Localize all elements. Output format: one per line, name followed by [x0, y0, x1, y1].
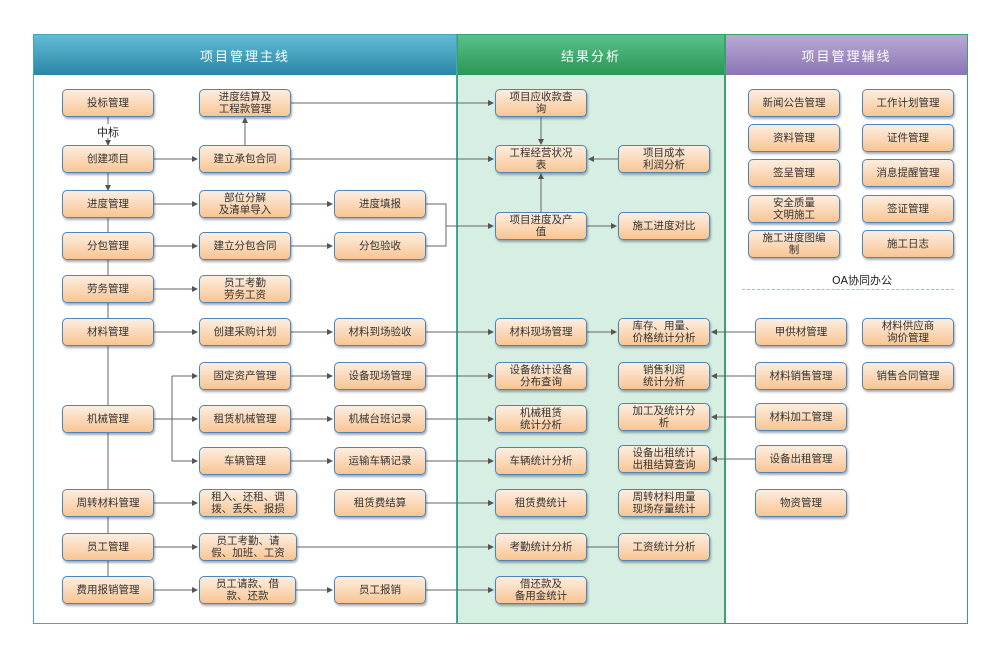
node-rent-fee-stats[interactable]: 租赁费统计 — [495, 489, 587, 517]
node-vehicle-stats[interactable]: 车辆统计分析 — [495, 447, 587, 475]
node-goods[interactable]: 物资管理 — [755, 489, 847, 517]
node-material-site[interactable]: 材料现场管理 — [495, 318, 587, 346]
node-visa[interactable]: 签证管理 — [862, 195, 954, 223]
node-sign-submit[interactable]: 签呈管理 — [748, 159, 840, 187]
node-stock-stats[interactable]: 库存、用量、 价格统计分析 — [618, 318, 710, 346]
node-staff-loan[interactable]: 员工请款、借 款、还款 — [199, 576, 296, 604]
node-diary[interactable]: 施工日志 — [862, 230, 954, 258]
main-line-header: 项目管理主线 — [34, 35, 456, 75]
node-material-process[interactable]: 材料加工管理 — [755, 403, 847, 431]
node-subcontract[interactable]: 分包管理 — [62, 232, 154, 260]
node-equip-rent[interactable]: 设备出租管理 — [755, 445, 847, 473]
node-material[interactable]: 材料管理 — [62, 318, 154, 346]
node-output[interactable]: 项目进度及产 值 — [495, 212, 587, 240]
node-sales-contract[interactable]: 销售合同管理 — [862, 362, 954, 390]
aux-line-header: 项目管理辅线 — [726, 35, 967, 75]
node-equip-stats[interactable]: 设备统计设备 分布查询 — [495, 362, 587, 390]
node-attendance-pay[interactable]: 员工考勤 劳务工资 — [199, 275, 291, 303]
node-schedule-chart[interactable]: 施工进度图编 制 — [748, 230, 840, 258]
node-rent-ops[interactable]: 租入、还租、调 拨、丢失、报损 — [199, 489, 297, 517]
node-equip-rent-stats[interactable]: 设备出租统计 出租结算查询 — [618, 445, 710, 473]
node-machine-rent-stats[interactable]: 机械租赁 统计分析 — [495, 405, 587, 433]
node-sales-profit[interactable]: 销售利润 统计分析 — [618, 362, 710, 390]
node-docs[interactable]: 资料管理 — [748, 124, 840, 152]
won-bid-label: 中标 — [97, 126, 119, 139]
node-cost-profit[interactable]: 项目成本 利润分析 — [618, 145, 710, 173]
node-staff-leave[interactable]: 员工考勤、请 假、加班、工资 — [199, 533, 297, 561]
node-create[interactable]: 创建项目 — [62, 145, 154, 173]
node-owner-material[interactable]: 甲供材管理 — [755, 318, 847, 346]
node-process-stats[interactable]: 加工及统计分 析 — [618, 403, 710, 431]
node-equip-site[interactable]: 设备现场管理 — [334, 362, 426, 390]
node-reimburse[interactable]: 员工报销 — [334, 576, 426, 604]
node-material-sales[interactable]: 材料销售管理 — [755, 362, 847, 390]
node-reminder[interactable]: 消息提醒管理 — [862, 159, 954, 187]
node-transport[interactable]: 运输车辆记录 — [334, 447, 426, 475]
node-machine-shift[interactable]: 机械台班记录 — [334, 405, 426, 433]
connector — [426, 203, 447, 247]
node-vehicle[interactable]: 车辆管理 — [199, 447, 291, 475]
node-turnover[interactable]: 周转材料管理 — [62, 489, 154, 517]
node-work-plan[interactable]: 工作计划管理 — [862, 89, 954, 117]
oa-divider — [742, 289, 954, 290]
node-bid[interactable]: 投标管理 — [62, 89, 154, 117]
node-turnover-stats[interactable]: 周转材料用量 现场存量统计 — [618, 489, 710, 517]
node-rent-settle[interactable]: 租赁费结算 — [334, 489, 426, 517]
node-subcontract-sign[interactable]: 建立分包合同 — [199, 232, 291, 260]
node-wage-stats[interactable]: 工资统计分析 — [618, 533, 710, 561]
analysis-header: 结果分析 — [458, 35, 724, 75]
node-progress-report[interactable]: 进度填报 — [334, 190, 426, 218]
node-expense[interactable]: 费用报销管理 — [62, 576, 154, 604]
node-staff[interactable]: 员工管理 — [62, 533, 154, 561]
node-receivable[interactable]: 项目应收款查 询 — [495, 89, 587, 117]
node-news[interactable]: 新闻公告管理 — [748, 89, 840, 117]
node-purchase-plan[interactable]: 创建采购计划 — [199, 318, 291, 346]
node-contract[interactable]: 建立承包合同 — [199, 145, 291, 173]
node-supplier-inquiry[interactable]: 材料供应商 询价管理 — [862, 318, 954, 346]
node-safety[interactable]: 安全质量 文明施工 — [748, 195, 840, 223]
node-decompose[interactable]: 部位分解 及清单导入 — [199, 190, 291, 218]
oa-label: OA协同办公 — [832, 274, 892, 287]
node-material-arrive[interactable]: 材料到场验收 — [334, 318, 426, 346]
node-certs[interactable]: 证件管理 — [862, 124, 954, 152]
node-sub-accept[interactable]: 分包验收 — [334, 232, 426, 260]
node-progress-compare[interactable]: 施工进度对比 — [618, 212, 710, 240]
node-loan-stats[interactable]: 借还款及 备用金统计 — [495, 576, 587, 604]
node-operation[interactable]: 工程经营状况 表 — [495, 145, 587, 173]
node-fixed-asset[interactable]: 固定资产管理 — [199, 362, 291, 390]
node-attendance-stats[interactable]: 考勤统计分析 — [495, 533, 587, 561]
node-lease-machine[interactable]: 租赁机械管理 — [199, 405, 291, 433]
node-settle[interactable]: 进度结算及 工程款管理 — [199, 89, 291, 117]
node-progress[interactable]: 进度管理 — [62, 190, 154, 218]
node-labor[interactable]: 劳务管理 — [62, 275, 154, 303]
node-machine[interactable]: 机械管理 — [62, 405, 154, 433]
